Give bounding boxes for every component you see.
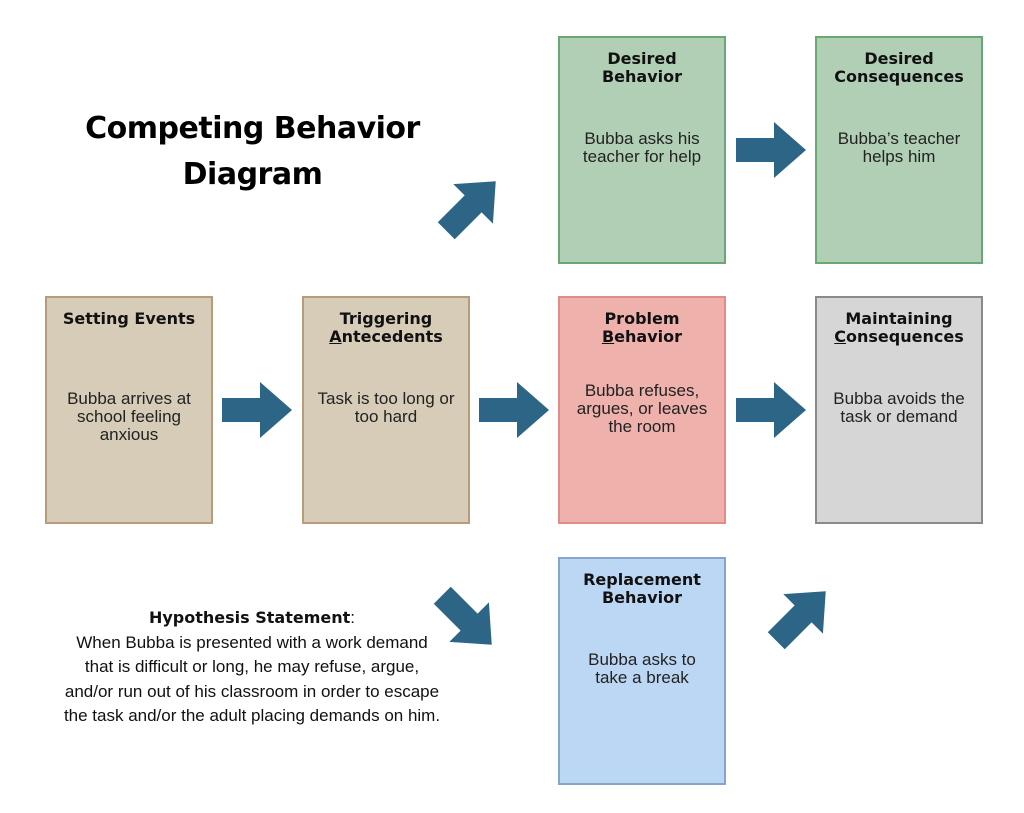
arrow-up-right-icon	[766, 588, 836, 650]
heading-line: Problem	[604, 309, 680, 328]
desired-consequences-heading: Desired Consequences	[817, 50, 981, 86]
problem-behavior-heading: Problem Behavior	[560, 310, 724, 346]
heading-rest: onsequences	[846, 327, 964, 346]
maintaining-consequences-box: Maintaining Consequences Bubba avoids th…	[815, 296, 983, 524]
title-line-1: Competing Behavior	[85, 111, 420, 146]
heading-line: Behavior	[566, 328, 718, 346]
heading-initial: C	[834, 327, 847, 346]
hypothesis-label: Hypothesis Statement	[148, 608, 351, 627]
heading-line: Triggering	[339, 309, 433, 328]
problem-behavior-box: Problem Behavior Bubba refuses, argues, …	[558, 296, 726, 524]
arrow-right-icon	[736, 382, 806, 438]
setting-events-heading: Setting Events	[62, 309, 196, 328]
heading-line: Replacement	[583, 570, 701, 589]
arrow-down-right-icon	[432, 586, 502, 648]
heading-rest: ntecedents	[341, 327, 443, 346]
triggering-antecedents-text: Task is too long or too hard	[317, 389, 455, 426]
heading-initial: B	[601, 327, 615, 346]
heading-line: Desired	[864, 49, 934, 68]
heading-line: Desired	[607, 49, 677, 68]
hypothesis-text: When Bubba is presented with a work dema…	[63, 632, 441, 726]
replacement-behavior-text: Bubba asks to take a break	[588, 650, 696, 687]
heading-line: Maintaining	[845, 309, 953, 328]
desired-consequences-box: Desired Consequences Bubba’s teacher hel…	[815, 36, 983, 264]
heading-line: Antecedents	[310, 328, 462, 346]
arrow-right-icon	[479, 382, 549, 438]
heading-line: Consequences	[834, 67, 964, 86]
desired-behavior-box: Desired Behavior Bubba asks his teacher …	[558, 36, 726, 264]
desired-consequences-text: Bubba’s teacher helps him	[837, 129, 961, 166]
desired-behavior-heading: Desired Behavior	[560, 50, 724, 86]
setting-events-box: Setting Events Bubba arrives at school f…	[45, 296, 213, 524]
diagram-title: Competing Behavior Diagram	[60, 106, 445, 198]
heading-initial: A	[329, 327, 342, 346]
arrow-right-icon	[222, 382, 292, 438]
heading-line: Behavior	[601, 588, 683, 607]
arrow-right-icon	[736, 122, 806, 178]
heading-line: Consequences	[823, 328, 975, 346]
problem-behavior-text: Bubba refuses, argues, or leaves the roo…	[576, 381, 708, 436]
triggering-antecedents-box: Triggering Antecedents Task is too long …	[302, 296, 470, 524]
heading-line: Behavior	[601, 67, 683, 86]
replacement-behavior-box: Replacement Behavior Bubba asks to take …	[558, 557, 726, 785]
maintaining-consequences-text: Bubba avoids the task or demand	[833, 389, 965, 426]
triggering-antecedents-heading: Triggering Antecedents	[304, 310, 468, 346]
maintaining-consequences-heading: Maintaining Consequences	[817, 310, 981, 346]
replacement-behavior-heading: Replacement Behavior	[560, 571, 724, 607]
hypothesis-colon: :	[350, 608, 356, 627]
title-line-2: Diagram	[182, 157, 323, 192]
heading-rest: ehavior	[614, 327, 683, 346]
arrow-up-right-icon	[436, 178, 506, 240]
hypothesis-statement: Hypothesis Statement: When Bubba is pres…	[60, 606, 444, 729]
setting-events-text: Bubba arrives at school feeling anxious	[67, 389, 191, 444]
desired-behavior-text: Bubba asks his teacher for help	[582, 129, 702, 166]
